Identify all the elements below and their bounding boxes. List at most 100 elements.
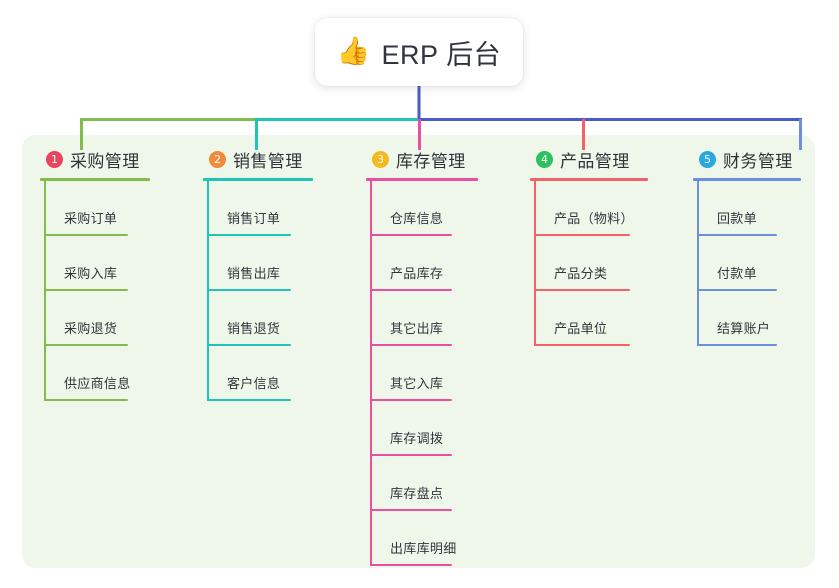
branch-header-1[interactable]: 1 采购管理 (40, 146, 150, 172)
branch-number-badge: 3 (372, 150, 389, 168)
branch-item-label: 产品（物料） (554, 211, 634, 226)
branch-item-rule (44, 234, 128, 236)
branch-title: 销售管理 (233, 151, 303, 171)
branch-column-3: 3 库存管理仓库信息产品库存其它出库其它入库库存调拨库存盘点出库库明细 (366, 146, 478, 566)
branch-item[interactable]: 其它入库 (366, 346, 478, 401)
branch-column-2: 2 销售管理销售订单销售出库销售退货客户信息 (203, 146, 313, 401)
branch-item[interactable]: 产品分类 (530, 236, 648, 291)
branch-item-label: 采购订单 (64, 211, 118, 226)
branch-item[interactable]: 销售出库 (203, 236, 313, 291)
branch-item-label: 产品单位 (554, 321, 608, 336)
branch-item-label: 其它入库 (390, 376, 444, 391)
branch-header-rule (203, 178, 313, 181)
branch-item-label: 库存盘点 (390, 486, 444, 501)
branch-item[interactable]: 产品（物料） (530, 181, 648, 236)
branch-item-list: 采购订单采购入库采购退货供应商信息 (40, 181, 150, 401)
branch-item-label: 采购入库 (64, 266, 118, 281)
branch-item-label: 付款单 (717, 266, 757, 281)
root-node[interactable]: 👍 ERP 后台 (315, 18, 523, 86)
branch-header-rule (530, 178, 648, 181)
diagram-panel (22, 135, 815, 568)
branch-item[interactable]: 客户信息 (203, 346, 313, 401)
branch-number-badge: 1 (46, 150, 63, 168)
branch-item-rule (207, 234, 291, 236)
branch-item-label: 客户信息 (227, 376, 281, 391)
branch-item-list: 仓库信息产品库存其它出库其它入库库存调拨库存盘点出库库明细 (366, 181, 478, 566)
branch-header-5[interactable]: 5 财务管理 (693, 146, 801, 172)
branch-item-rule (370, 564, 452, 566)
branch-number-badge: 5 (699, 150, 716, 168)
branch-item[interactable]: 结算账户 (693, 291, 801, 346)
branch-header-rule (693, 178, 801, 181)
branch-item[interactable]: 其它出库 (366, 291, 478, 346)
branch-item-label: 回款单 (717, 211, 757, 226)
branch-item-rule (44, 344, 128, 346)
branch-item-rule (534, 289, 630, 291)
branch-item-rule (370, 454, 452, 456)
branch-item[interactable]: 出库库明细 (366, 511, 478, 566)
branch-item[interactable]: 产品库存 (366, 236, 478, 291)
branch-item-label: 结算账户 (717, 321, 771, 336)
branch-item-rule (370, 344, 452, 346)
branch-item[interactable]: 回款单 (693, 181, 801, 236)
branch-item-rule (370, 399, 452, 401)
branch-item-rule (697, 234, 777, 236)
branch-column-5: 5 财务管理回款单付款单结算账户 (693, 146, 801, 346)
branch-item-label: 销售订单 (227, 211, 281, 226)
branch-column-1: 1 采购管理采购订单采购入库采购退货供应商信息 (40, 146, 150, 401)
root-title: ERP 后台 (381, 39, 502, 70)
thumbs-up-icon: 👍 (336, 35, 371, 66)
branch-item-list: 产品（物料） 产品分类产品单位 (530, 181, 648, 346)
branch-item-rule (697, 289, 777, 291)
branch-item-rule (44, 399, 128, 401)
branch-item-label: 库存调拨 (390, 431, 444, 446)
branch-item-rule (207, 289, 291, 291)
branch-item-label: 产品分类 (554, 266, 608, 281)
branch-item-rule (534, 344, 630, 346)
branch-item-label: 供应商信息 (64, 376, 131, 391)
branch-item[interactable]: 销售订单 (203, 181, 313, 236)
branch-title: 库存管理 (396, 151, 466, 171)
branch-item-rule (207, 399, 291, 401)
branch-item-list: 销售订单销售出库销售退货客户信息 (203, 181, 313, 401)
branch-item-label: 其它出库 (390, 321, 444, 336)
branch-item[interactable]: 销售退货 (203, 291, 313, 346)
branch-spine (44, 181, 46, 401)
branch-item-label: 仓库信息 (390, 211, 444, 226)
branch-item-list: 回款单付款单结算账户 (693, 181, 801, 346)
branch-title: 产品管理 (560, 151, 630, 171)
branch-header-rule (40, 178, 150, 181)
branch-title: 财务管理 (723, 151, 793, 171)
branch-number-badge: 2 (209, 150, 226, 168)
branch-item[interactable]: 采购订单 (40, 181, 150, 236)
branch-spine (370, 181, 372, 566)
branch-item-rule (370, 289, 452, 291)
branch-item[interactable]: 付款单 (693, 236, 801, 291)
branch-spine (534, 181, 536, 346)
branch-item-rule (370, 234, 452, 236)
branch-number-badge: 4 (536, 150, 553, 168)
branch-header-2[interactable]: 2 销售管理 (203, 146, 313, 172)
branch-item[interactable]: 库存盘点 (366, 456, 478, 511)
branch-item-label: 出库库明细 (390, 541, 457, 556)
branch-item[interactable]: 产品单位 (530, 291, 648, 346)
branch-item-label: 采购退货 (64, 321, 118, 336)
branch-header-3[interactable]: 3 库存管理 (366, 146, 478, 172)
branch-item[interactable]: 库存调拨 (366, 401, 478, 456)
branch-item-label: 产品库存 (390, 266, 444, 281)
branch-item-label: 销售退货 (227, 321, 281, 336)
branch-item-label: 销售出库 (227, 266, 281, 281)
branch-spine (207, 181, 209, 401)
branch-item-rule (534, 234, 630, 236)
branch-item[interactable]: 仓库信息 (366, 181, 478, 236)
branch-item[interactable]: 供应商信息 (40, 346, 150, 401)
branch-spine (697, 181, 699, 346)
branch-column-4: 4 产品管理产品（物料） 产品分类产品单位 (530, 146, 648, 346)
branch-header-4[interactable]: 4 产品管理 (530, 146, 648, 172)
branch-item-rule (207, 344, 291, 346)
branch-item[interactable]: 采购入库 (40, 236, 150, 291)
branch-item-rule (44, 289, 128, 291)
branch-title: 采购管理 (70, 151, 140, 171)
branch-item[interactable]: 采购退货 (40, 291, 150, 346)
